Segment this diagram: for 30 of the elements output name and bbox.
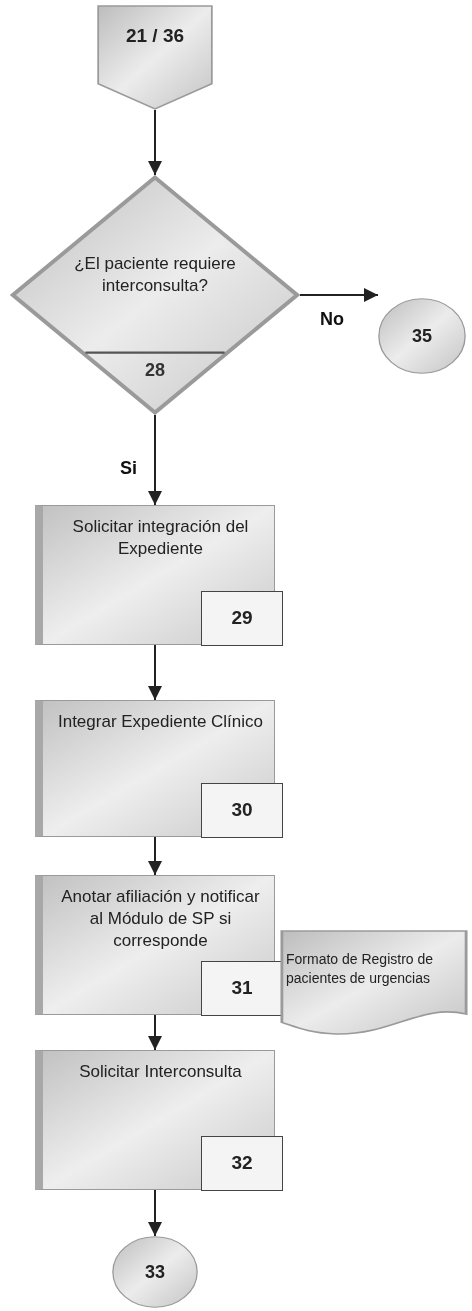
step-number-box: [201, 1136, 283, 1191]
off-page-connector: [97, 5, 213, 110]
step-number: 30: [231, 798, 253, 823]
arrow: [148, 1189, 162, 1237]
step-number-box: [201, 591, 283, 646]
node-text: Solicitar integración del Expediente: [71, 516, 250, 561]
step-number: 21 / 36: [124, 24, 186, 48]
step-number: 35: [412, 324, 432, 348]
step-number: 29: [231, 606, 253, 631]
node-text: ¿El paciente requiere interconsulta?: [73, 253, 237, 298]
connector-circle: [378, 298, 466, 374]
arrow: [148, 1014, 162, 1051]
document-shape: [280, 930, 468, 1035]
step-number: 33: [145, 1260, 165, 1284]
step-number: 32: [231, 1151, 253, 1176]
arrow: [148, 109, 162, 176]
step-number: 28: [144, 359, 166, 382]
node-text: Solicitar Interconsulta: [78, 1061, 243, 1083]
step-number: 31: [231, 976, 253, 1001]
decision-diamond: [10, 175, 300, 415]
arrow: [299, 288, 379, 302]
arrow: [148, 414, 162, 506]
node-text: Formato de Registro de pacientes de urgencias: [286, 950, 435, 988]
step-number-box: [201, 961, 283, 1016]
node-text: Anotar afiliación y notificar al Módulo de SP si corresponde: [60, 886, 261, 953]
node-text: Integrar Expediente Clínico: [56, 711, 265, 733]
step-number-box: [201, 783, 283, 838]
connector-circle: [112, 1236, 198, 1308]
arrow: [148, 644, 162, 701]
arrow: [148, 836, 162, 876]
